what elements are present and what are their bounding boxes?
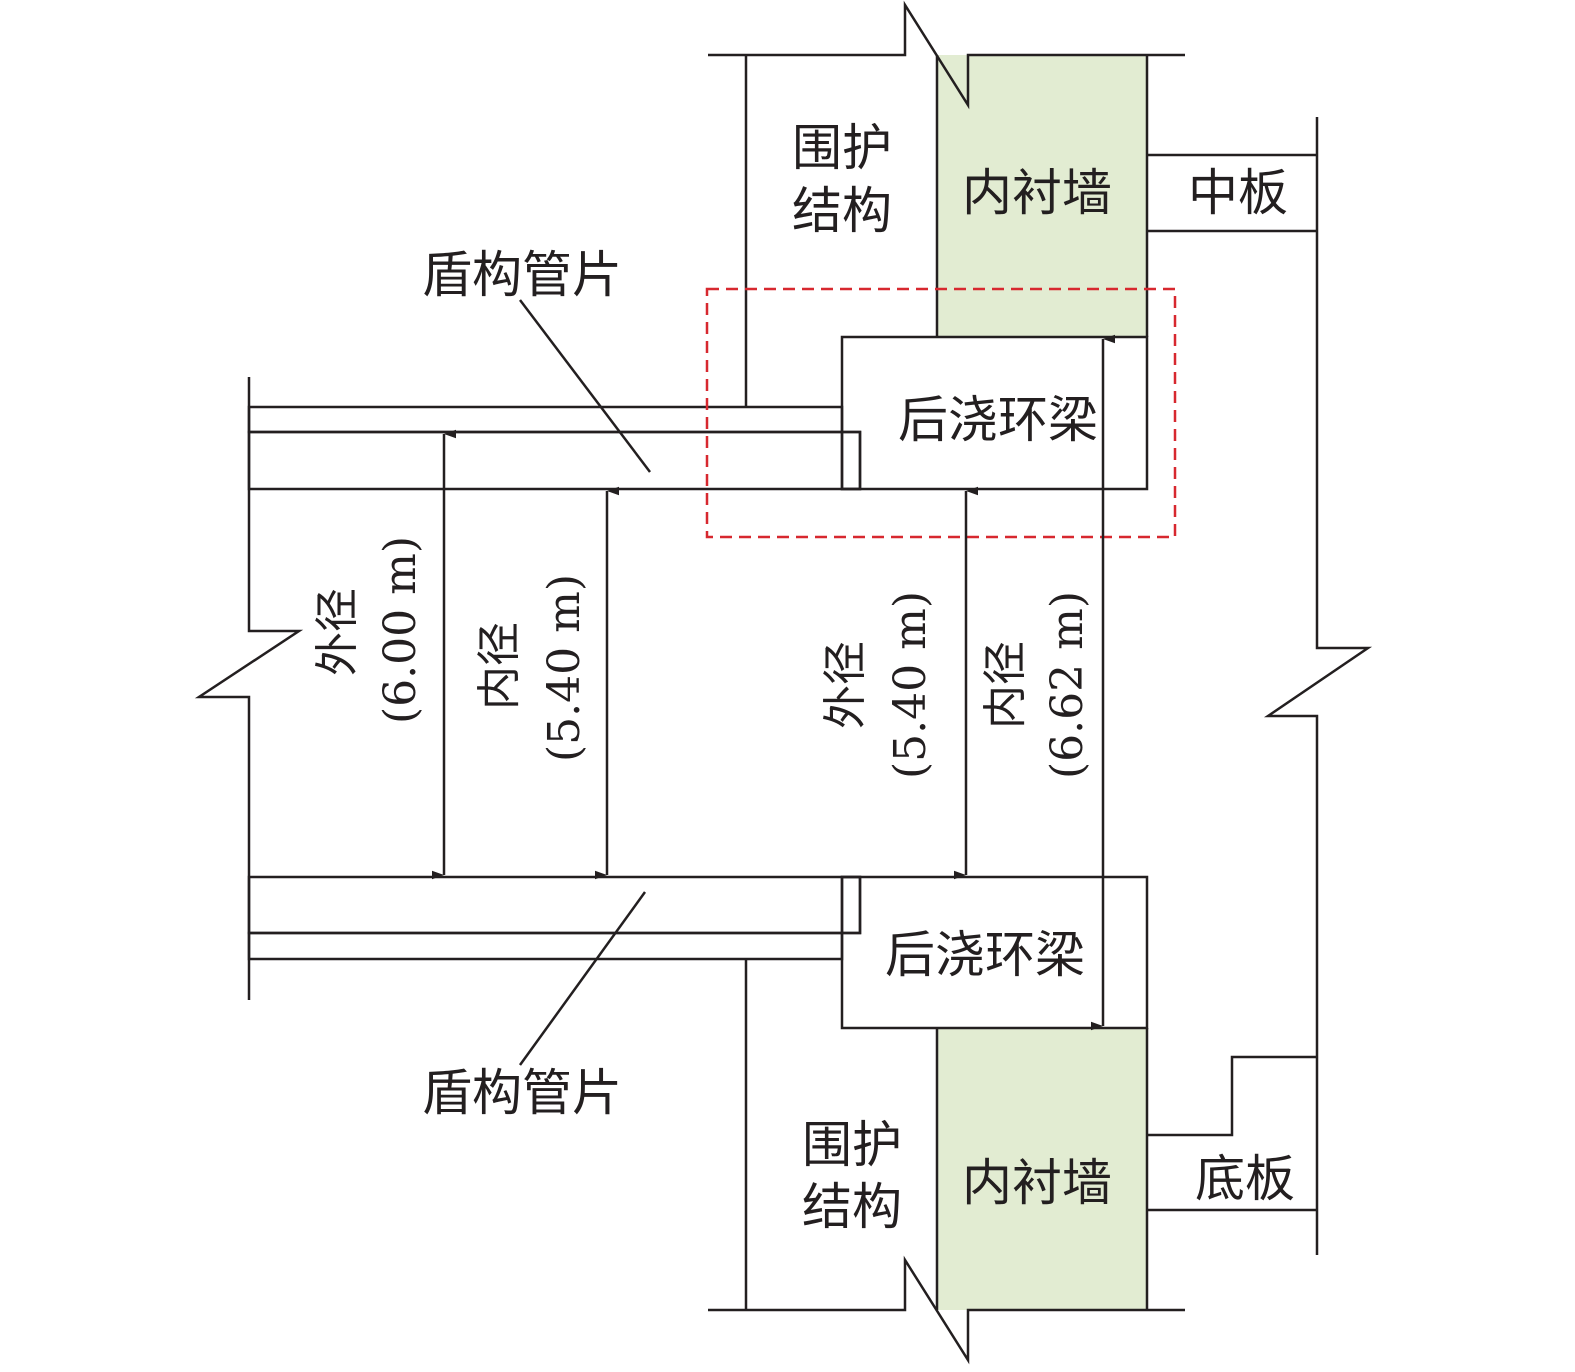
dimension-arrows (444, 339, 1103, 1026)
dim-beam-inner-label: 内径 (980, 641, 1031, 729)
label-retaining-structure-bottom-2: 结构 (802, 1178, 902, 1236)
label-bottom-slab: 底板 (1195, 1150, 1295, 1208)
dim-segment-inner-label: 内径 (474, 622, 525, 710)
shield-segment-bottom (247, 875, 862, 935)
ring-beam-bottom (840, 875, 1149, 1030)
label-lining-wall-bottom: 内衬墙 (962, 1154, 1112, 1212)
label-retaining-structure-bottom-1: 围护 (802, 1116, 902, 1174)
label-middle-slab: 中板 (1188, 164, 1288, 222)
lining-wall-bottom (937, 1028, 1147, 1310)
label-retaining-structure-top-2: 结构 (792, 182, 892, 240)
highlight-box (705, 287, 1177, 539)
segment-overlap-top (840, 430, 862, 491)
segment-strip-bottom (247, 931, 844, 961)
label-ring-beam-bottom: 后浇环梁 (885, 926, 1085, 984)
dim-segment-outer-value: (6.00 m) (375, 536, 426, 724)
label-lining-wall-top: 内衬墙 (962, 164, 1112, 222)
shield-segment-top (247, 430, 862, 491)
label-shield-segment-top: 盾构管片 (422, 246, 622, 304)
label-shield-segment-bottom: 盾构管片 (422, 1064, 622, 1122)
ring-beam-top (840, 335, 1149, 491)
dim-beam-inner-value: (6.62 m) (1042, 591, 1093, 779)
dim-beam-outer-value: (5.40 m) (885, 591, 936, 779)
dim-beam-outer-label: 外径 (820, 641, 871, 729)
segment-strip-top (247, 405, 844, 434)
dim-segment-inner-value: (5.40 m) (539, 574, 590, 762)
segment-overlap-bottom (840, 875, 862, 935)
label-ring-beam-top: 后浇环梁 (898, 391, 1098, 449)
dim-segment-outer-label: 外径 (312, 588, 363, 676)
label-retaining-structure-top-1: 围护 (792, 119, 892, 177)
